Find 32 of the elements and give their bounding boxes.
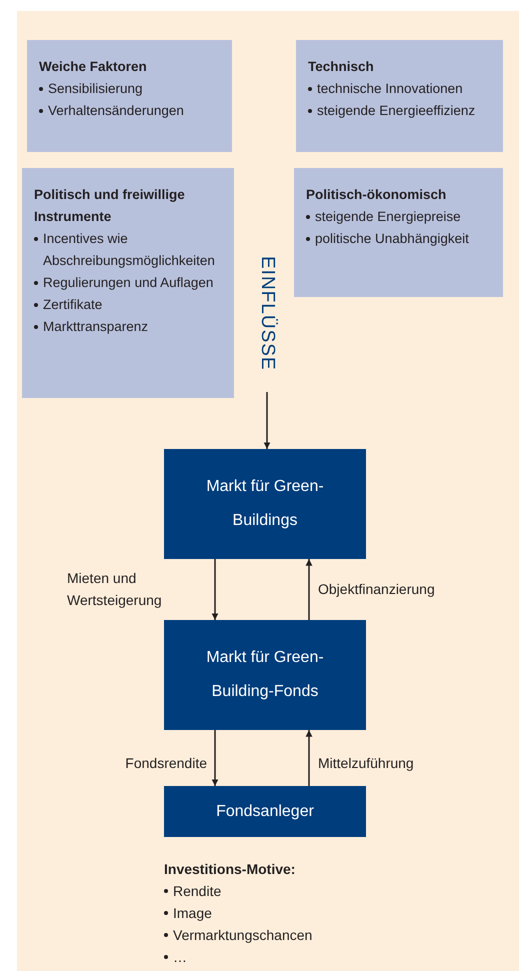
bullet-item: Vermarktungschancen [173, 926, 312, 945]
arrow [212, 730, 218, 786]
bullet-item: steigende Energieeffizienz [317, 102, 476, 120]
bullet-item: Incentives wie Abschreibungsmöglichkeiten [43, 230, 216, 270]
bullet-item: technische Innovationen [317, 80, 463, 98]
market-box: Markt für Green-Buildings [164, 449, 366, 559]
box-heading: Weiche Faktoren [39, 58, 148, 76]
arrow [264, 392, 270, 449]
list-heading: Investitions-Motive: [164, 860, 296, 879]
bullet-item: steigende Energiepreise [315, 208, 461, 226]
bullet-item: Regulierungen und Auflagen [43, 274, 214, 292]
vertical-label: EINFLÜSSE [254, 256, 280, 392]
market-box: Fondsanleger [164, 786, 366, 837]
bullet-item: Image [173, 904, 212, 923]
influence-box [22, 168, 234, 398]
arrow [212, 559, 218, 620]
bullet-item: Markttransparenz [43, 318, 148, 336]
bullet-item: Verhaltensänderungen [48, 102, 184, 120]
market-box: Markt für Green-Building-Fonds [164, 620, 366, 730]
bullet-item: Rendite [173, 882, 222, 901]
box-heading: Technisch [308, 58, 375, 76]
influence-box [294, 168, 503, 297]
bullet-item: Sensibilisierung [48, 80, 143, 98]
arrow [306, 559, 312, 620]
arrow [306, 730, 312, 786]
bullet-item: … [173, 948, 187, 967]
influence-box [296, 40, 503, 152]
influence-box [27, 40, 232, 152]
bullet-item: Zertifikate [43, 296, 102, 314]
box-heading: Politisch und freiwillige Instrumente [34, 186, 186, 226]
box-heading: Politisch-ökonomisch [306, 186, 448, 204]
bullet-item: politische Unabhängigkeit [315, 230, 469, 248]
